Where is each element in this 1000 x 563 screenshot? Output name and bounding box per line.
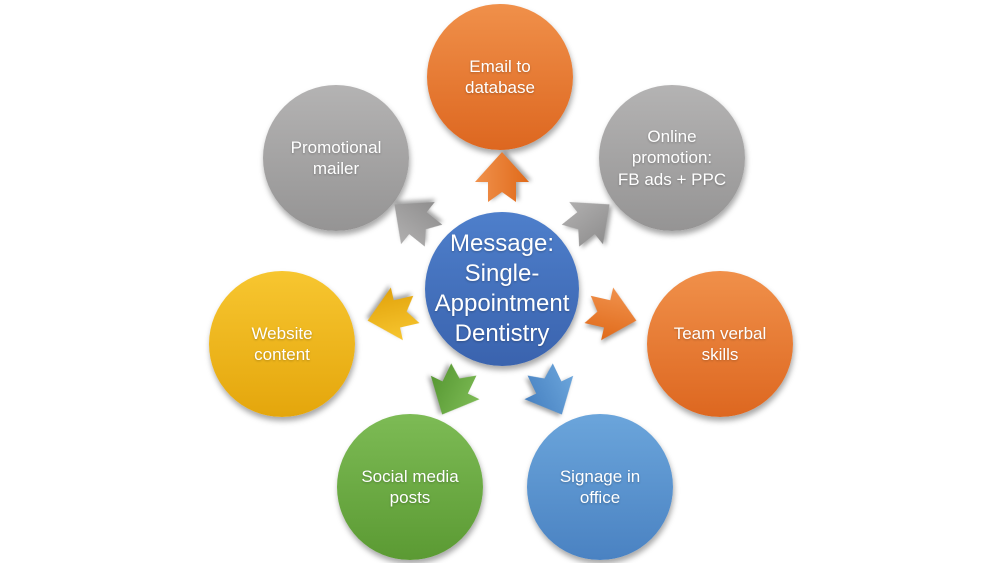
node-signage-in-office: Signage in office <box>527 414 673 560</box>
node-label: Online promotion: FB ads + PPC <box>617 127 727 189</box>
node-promotional-mailer: Promotional mailer <box>263 85 409 231</box>
arrow-signage-icon <box>515 357 587 427</box>
center-node-message: Message: Single- Appointment Dentistry <box>425 212 579 366</box>
node-label: Promotional mailer <box>290 137 382 178</box>
arrow-email-icon <box>475 152 529 202</box>
node-team-verbal-skills: Team verbal skills <box>647 271 793 417</box>
center-node-label: Message: Single- Appointment Dentistry <box>434 230 570 347</box>
node-website-content: Website content <box>209 271 355 417</box>
node-label: Social media posts <box>361 466 459 507</box>
node-social-media-posts: Social media posts <box>337 414 483 560</box>
arrow-website-icon <box>361 283 423 347</box>
arrow-team-verbal-icon <box>581 283 643 347</box>
node-label: Team verbal skills <box>673 323 767 364</box>
node-online-promotion: Online promotion: FB ads + PPC <box>599 85 745 231</box>
node-label: Signage in office <box>559 466 641 507</box>
node-label: Website content <box>251 323 313 364</box>
node-label: Email to database <box>465 56 535 97</box>
node-email-to-database: Email to database <box>427 4 573 150</box>
